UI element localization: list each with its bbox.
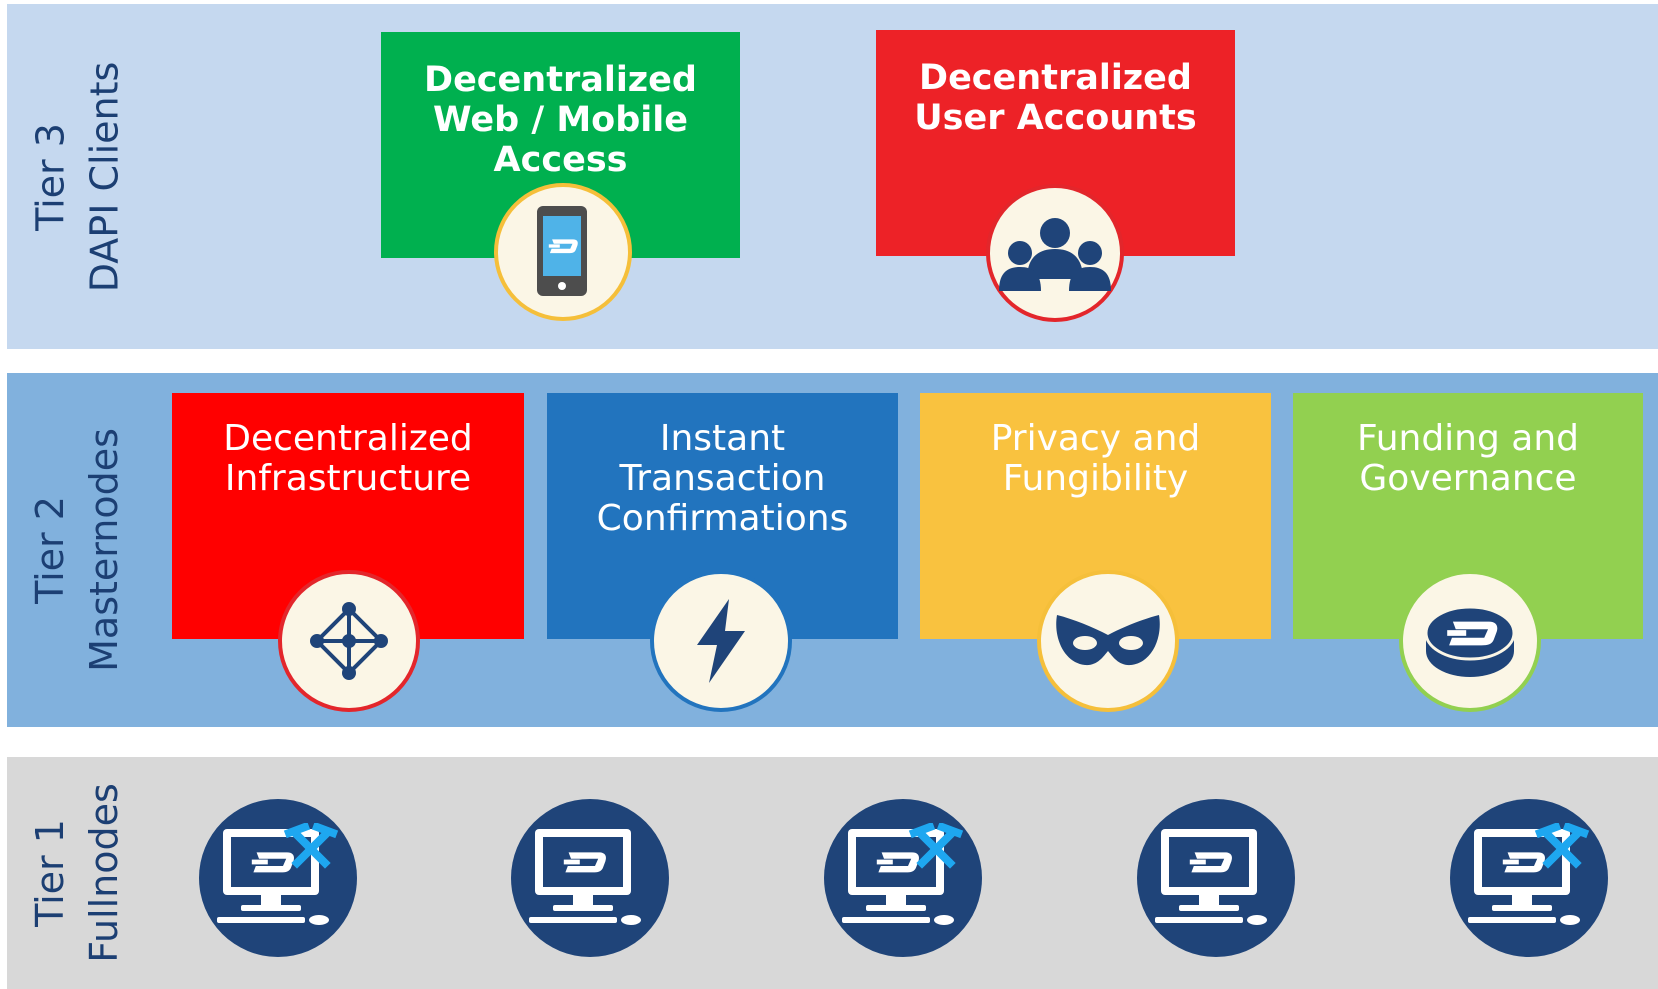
card-user-accounts-title-line2: User Accounts bbox=[914, 98, 1197, 138]
tier1-label: Tier 1 Fullnodes bbox=[27, 757, 127, 989]
computer-icon bbox=[1468, 823, 1590, 925]
tier2-label: Tier 2 Masternodes bbox=[27, 373, 127, 727]
mask-icon bbox=[1056, 615, 1160, 666]
tier1-label-line2: Fullnodes bbox=[82, 783, 127, 963]
tier3-band: Tier 3 DAPI Clients Decentralized Web / … bbox=[7, 4, 1658, 349]
smartphone-icon bbox=[537, 206, 587, 296]
card-user-accounts-title-line1: Decentralized bbox=[919, 58, 1192, 98]
badge-network bbox=[278, 570, 420, 712]
card-user-accounts: Decentralized User Accounts bbox=[876, 30, 1235, 256]
badge-users bbox=[986, 184, 1124, 322]
tier3-label-line1: Tier 3 bbox=[28, 122, 73, 231]
card-funding-title-line1: Funding and bbox=[1356, 418, 1580, 459]
computer-icon bbox=[529, 829, 641, 925]
badge-smartphone bbox=[494, 183, 632, 321]
mining-hammers-icon bbox=[283, 823, 339, 869]
tier2-label-line2: Masternodes bbox=[82, 428, 127, 672]
mining-hammers-icon bbox=[908, 823, 964, 869]
card-instant-title-line1: Instant bbox=[659, 418, 786, 459]
card-web-mobile-title-line1: Decentralized bbox=[424, 60, 697, 100]
computer-icon bbox=[1155, 829, 1267, 925]
fullnode-2 bbox=[511, 799, 669, 957]
card-instant-title-line3: Confirmations bbox=[596, 498, 849, 539]
mining-hammers-icon bbox=[1534, 823, 1590, 869]
badge-lightning bbox=[650, 570, 792, 712]
lightning-icon bbox=[697, 599, 745, 683]
badge-mask bbox=[1037, 570, 1179, 712]
dash-coin-icon bbox=[1424, 605, 1516, 677]
fullnode-1 bbox=[199, 799, 357, 957]
card-web-mobile-title-line3: Access bbox=[493, 140, 628, 180]
tier1-label-line1: Tier 1 bbox=[28, 819, 73, 927]
card-web-mobile-title-line2: Web / Mobile bbox=[433, 100, 688, 140]
computer-icon bbox=[217, 823, 339, 925]
card-privacy-title-line1: Privacy and bbox=[990, 418, 1201, 459]
tier1-band: Tier 1 Fullnodes bbox=[7, 757, 1658, 989]
tier2-band: Tier 2 Masternodes Decentralized Infrast… bbox=[7, 373, 1658, 727]
card-instant-title-line2: Transaction bbox=[619, 458, 826, 499]
card-funding-title-line2: Governance bbox=[1359, 458, 1577, 499]
card-infrastructure-title-line2: Infrastructure bbox=[224, 458, 472, 499]
fullnode-4 bbox=[1137, 799, 1295, 957]
badge-dash-coin bbox=[1399, 570, 1541, 712]
tier2-label-line1: Tier 2 bbox=[28, 496, 73, 604]
fullnode-5 bbox=[1450, 799, 1608, 957]
fullnode-3 bbox=[824, 799, 982, 957]
card-privacy-title-line2: Fungibility bbox=[1002, 458, 1189, 499]
tier3-label: Tier 3 DAPI Clients bbox=[27, 4, 127, 349]
network-icon bbox=[310, 602, 388, 680]
computer-icon bbox=[842, 823, 964, 925]
card-infrastructure-title-line1: Decentralized bbox=[223, 418, 473, 459]
users-icon bbox=[999, 218, 1111, 291]
tier3-label-line2: DAPI Clients bbox=[82, 61, 127, 292]
